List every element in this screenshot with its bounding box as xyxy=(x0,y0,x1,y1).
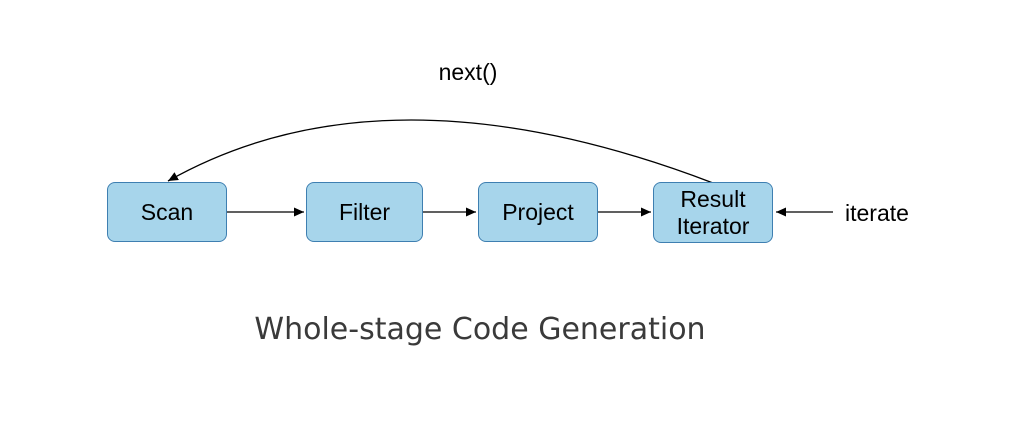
iterate-label: iterate xyxy=(845,200,909,226)
node-label: Filter xyxy=(338,198,391,225)
loop-arrow-result-to-scan xyxy=(167,119,714,184)
node-label: Scan xyxy=(140,198,194,225)
node-result-iterator: Result Iterator xyxy=(653,182,773,243)
node-project: Project xyxy=(478,182,598,242)
diagram-title: Whole-stage Code Generation xyxy=(254,312,706,347)
node-scan: Scan xyxy=(107,182,227,242)
node-filter: Filter xyxy=(306,182,423,242)
node-label: Project xyxy=(502,198,574,225)
next-call-label: next() xyxy=(438,59,498,85)
node-label: Result Iterator xyxy=(676,186,750,239)
